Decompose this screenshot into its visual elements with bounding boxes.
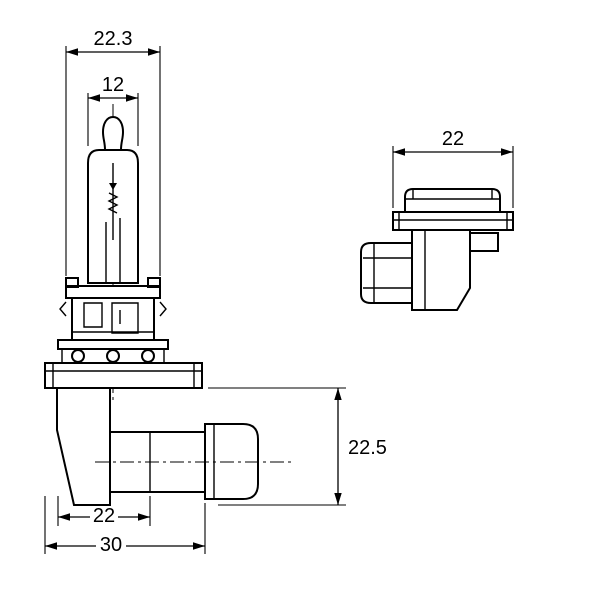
flange-plate [57, 339, 169, 350]
dimension-connector-height: 22.5 [208, 387, 387, 506]
label-background [96, 535, 126, 554]
extension-lines [208, 387, 346, 506]
extension-lines [57, 496, 151, 526]
dimension-overall-width: 30 [44, 496, 206, 556]
dimension-glass-tube: 12 [87, 74, 139, 146]
connector-housing [56, 387, 292, 506]
dim-label-side-width: 22 [442, 128, 464, 150]
filament-assembly [105, 163, 121, 284]
side-collar [404, 188, 501, 213]
extension-lines [65, 46, 161, 276]
dim-label-overall-width: 30 [100, 534, 122, 556]
glass-tip [101, 115, 125, 151]
extension-lines [392, 146, 514, 208]
gasket-ball [141, 349, 155, 363]
gasket-ball [106, 349, 120, 363]
filament-marker [109, 183, 117, 190]
dimension-housing-width: 22 [57, 496, 151, 527]
base-details [59, 301, 167, 334]
housing-neck [56, 387, 111, 506]
filament-wires [105, 163, 121, 284]
side-plug [360, 242, 413, 304]
label-background [90, 506, 118, 525]
dim-label-bulb-diameter: 22.3 [94, 28, 133, 50]
side-body [411, 229, 471, 311]
dimension-bulb-diameter: 22.3 [65, 28, 161, 276]
side-flange-plate [392, 211, 514, 231]
mounting-plate-details [45, 363, 202, 388]
front-view: 22.3 12 22 30 22.5 [44, 28, 387, 556]
dimension-side-width: 22 [392, 128, 514, 208]
flange [57, 339, 169, 363]
side-plate-details [393, 212, 513, 230]
dim-label-glass-tube: 12 [102, 74, 124, 96]
bulb-base [59, 277, 167, 341]
collar-body [404, 188, 501, 213]
dim-label-housing-width: 22 [93, 505, 115, 527]
mounting-plate-body [44, 362, 203, 389]
side-tab [469, 232, 499, 252]
flange-side-lines [61, 349, 165, 363]
side-view: 22 [360, 128, 514, 311]
base-body [65, 277, 161, 341]
mounting-plate [44, 362, 203, 389]
extension-lines [87, 93, 139, 146]
side-connector-body [360, 229, 499, 311]
side-plug-details [363, 243, 412, 303]
gasket-ball [71, 349, 85, 363]
dim-label-connector-height: 22.5 [348, 437, 387, 459]
collar-details [405, 189, 500, 200]
side-plate-body [392, 211, 514, 231]
